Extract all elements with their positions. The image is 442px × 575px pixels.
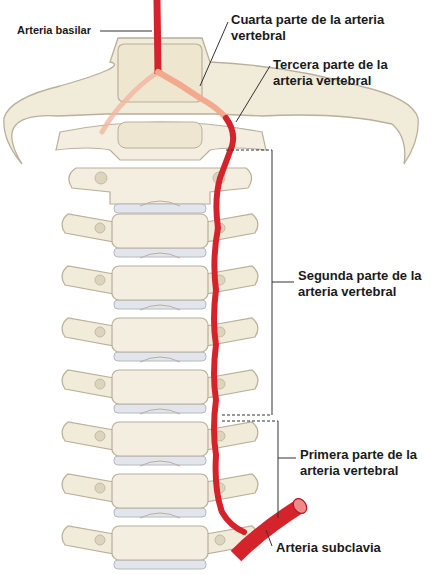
skull-base xyxy=(4,38,418,164)
vertebral-artery-left-faint xyxy=(102,72,158,132)
transverse-foramen xyxy=(95,172,107,184)
part-label: Arteria subclavia xyxy=(276,540,426,556)
basilar-artery xyxy=(157,0,158,74)
part-label: Tercera parte de la arteria vertebral xyxy=(273,57,423,90)
cervical-vertebra xyxy=(62,305,258,361)
part-label: Arteria basilar xyxy=(17,24,101,38)
leader-line xyxy=(200,22,228,86)
bracket-dashed xyxy=(222,415,272,416)
cervical-vertebra xyxy=(62,357,258,413)
bracket xyxy=(278,421,279,518)
bracket-dashed xyxy=(226,150,272,151)
cervical-vertebra xyxy=(62,461,258,517)
cervical-vertebra xyxy=(62,201,258,257)
subclavian-artery-end xyxy=(290,496,309,516)
part-label: Primera parte de la arteria vertebral xyxy=(300,447,438,480)
part-label: Cuarta parte de la arteria vertebral xyxy=(231,12,407,45)
bracket-tick xyxy=(272,282,294,283)
leader-line xyxy=(266,530,272,546)
intervertebral-disc xyxy=(114,204,206,213)
cervical-vertebra xyxy=(62,409,258,465)
vertebral-artery-intracranial xyxy=(158,72,226,118)
leader-line xyxy=(236,66,270,122)
part-label: Segunda parte de la arteria vertebral xyxy=(298,268,438,301)
vertebral-artery xyxy=(214,118,244,532)
bracket-tick xyxy=(278,458,296,459)
cervical-vertebra xyxy=(62,253,258,309)
atlas-lateral-mass xyxy=(118,122,202,148)
leader-line xyxy=(100,31,152,32)
bracket-dashed xyxy=(222,421,278,422)
